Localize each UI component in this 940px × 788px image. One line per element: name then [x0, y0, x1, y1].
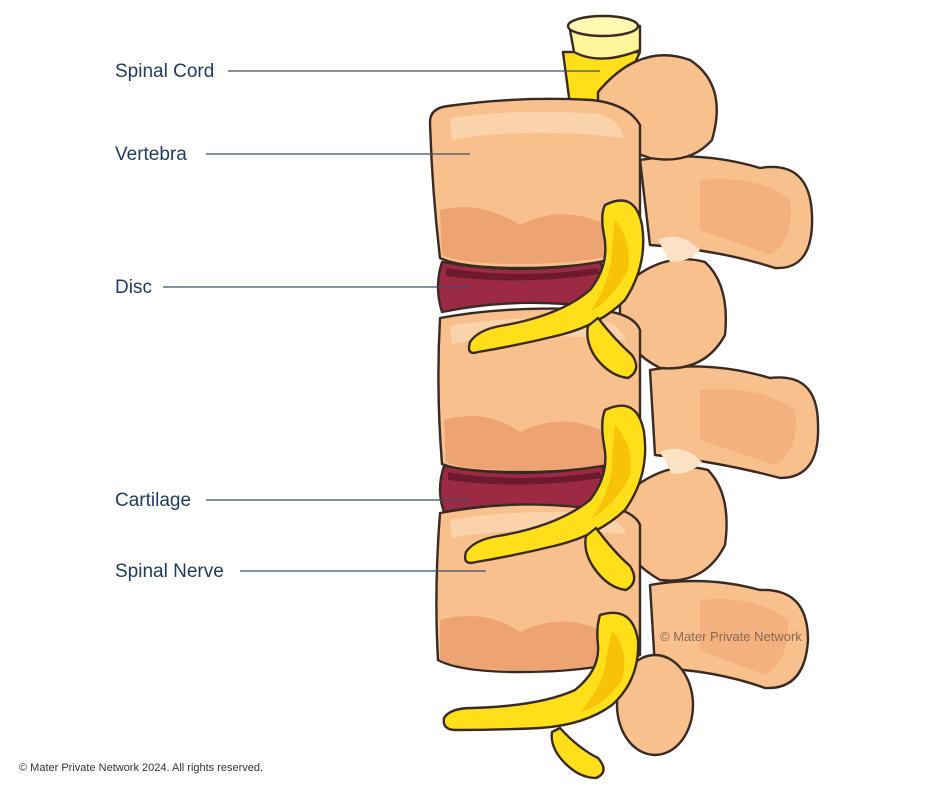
label-vertebra: Vertebra [115, 144, 187, 165]
vertebral-bodies [428, 97, 642, 674]
copyright-footer: © Mater Private Network 2024. All rights… [19, 762, 264, 774]
posterior-processes [596, 54, 820, 757]
intervertebral-discs [436, 260, 610, 514]
label-cartilage: Cartilage [115, 490, 191, 511]
label-spinal-nerve: Spinal Nerve [115, 561, 224, 582]
spinal-nerves [442, 199, 647, 780]
label-spinal-cord: Spinal Cord [115, 61, 214, 82]
label-disc: Disc [115, 277, 152, 298]
watermark: © Mater Private Network [660, 629, 802, 644]
